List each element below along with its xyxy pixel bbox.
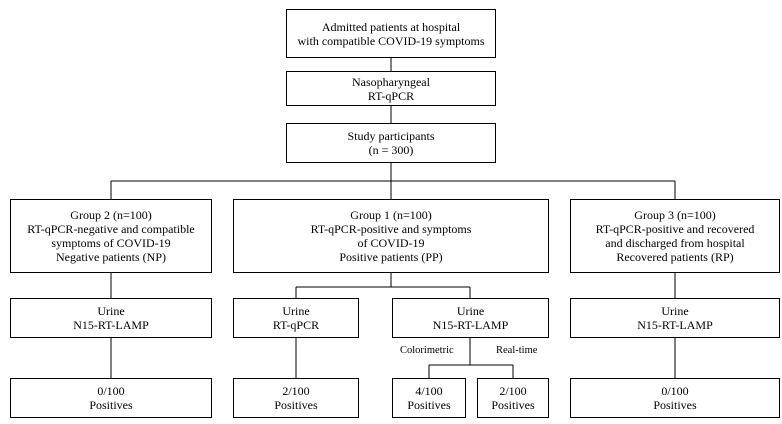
- group1-urine-qpcr-box: Urine RT-qPCR: [233, 298, 359, 338]
- g1-colorimetric-result-label: Positives: [407, 398, 451, 412]
- group1-line-2: RT-qPCR-positive and symptoms: [310, 222, 472, 236]
- group1-line-1: Group 1 (n=100): [350, 208, 432, 222]
- group1-qpcr-result-box: 2/100 Positives: [233, 378, 359, 418]
- g3-result-value: 0/100: [661, 384, 689, 398]
- g1-colorimetric-result-value: 4/100: [415, 384, 443, 398]
- group2-line-2: RT-qPCR-negative and compatible: [27, 222, 195, 236]
- g2-urine-line-2: N15-RT-LAMP: [73, 318, 149, 332]
- group1-realtime-result-box: 2/100 Positives: [477, 378, 549, 418]
- group2-box: Group 2 (n=100) RT-qPCR-negative and com…: [10, 199, 212, 273]
- nasopharyngeal-line-1: Nasopharyngeal: [352, 74, 430, 89]
- g1-qpcr-result-value: 2/100: [282, 384, 310, 398]
- group1-line-4: Positive patients (PP): [339, 250, 443, 264]
- group3-line-3: and discharged from hospital: [605, 236, 745, 250]
- colorimetric-label: Colorimetric: [400, 345, 454, 356]
- study-participants-box: Study participants (n = 300): [286, 123, 496, 163]
- g1-qpcr-result-label: Positives: [274, 398, 318, 412]
- group1-colorimetric-result-box: 4/100 Positives: [392, 378, 466, 418]
- g2-result-value: 0/100: [97, 384, 125, 398]
- group3-line-1: Group 3 (n=100): [634, 208, 716, 222]
- admitted-line-2: with compatible COVID-19 symptoms: [297, 33, 485, 48]
- group1-line-3: of COVID-19: [357, 236, 425, 250]
- g1-realtime-result-value: 2/100: [499, 384, 527, 398]
- g3-result-label: Positives: [653, 398, 697, 412]
- g1-urine-qpcr-line-2: RT-qPCR: [272, 318, 320, 332]
- group2-result-box: 0/100 Positives: [10, 378, 212, 418]
- group1-box: Group 1 (n=100) RT-qPCR-positive and sym…: [233, 199, 549, 273]
- g2-result-label: Positives: [89, 398, 133, 412]
- group1-urine-lamp-box: Urine N15-RT-LAMP: [392, 298, 549, 338]
- group2-line-4: Negative patients (NP): [56, 250, 166, 264]
- nasopharyngeal-line-2: RT-qPCR: [367, 88, 415, 103]
- nasopharyngeal-box: Nasopharyngeal RT-qPCR: [286, 71, 496, 106]
- participants-line-2: (n = 300): [368, 143, 414, 157]
- g1-realtime-result-label: Positives: [491, 398, 535, 412]
- group2-line-3: symptoms of COVID-19: [51, 236, 171, 250]
- group3-line-2: RT-qPCR-positive and recovered: [595, 222, 755, 236]
- group2-line-1: Group 2 (n=100): [70, 208, 152, 222]
- group3-line-4: Recovered patients (RP): [616, 250, 734, 264]
- group3-box: Group 3 (n=100) RT-qPCR-positive and rec…: [570, 199, 780, 273]
- g2-urine-line-1: Urine: [97, 304, 125, 318]
- realtime-label: Real-time: [496, 345, 538, 356]
- group3-result-box: 0/100 Positives: [570, 378, 780, 418]
- participants-line-1: Study participants: [347, 129, 435, 143]
- group3-urine-lamp-box: Urine N15-RT-LAMP: [570, 298, 780, 338]
- g3-urine-line-1: Urine: [661, 304, 689, 318]
- group2-urine-lamp-box: Urine N15-RT-LAMP: [10, 298, 212, 338]
- g1-urine-qpcr-line-1: Urine: [282, 304, 310, 318]
- g1-urine-lamp-line-2: N15-RT-LAMP: [432, 318, 509, 332]
- admitted-line-1: Admitted patients at hospital: [321, 19, 461, 34]
- g3-urine-line-2: N15-RT-LAMP: [637, 318, 713, 332]
- admitted-patients-box: Admitted patients at hospital with compa…: [286, 9, 496, 58]
- g1-urine-lamp-line-1: Urine: [456, 304, 485, 318]
